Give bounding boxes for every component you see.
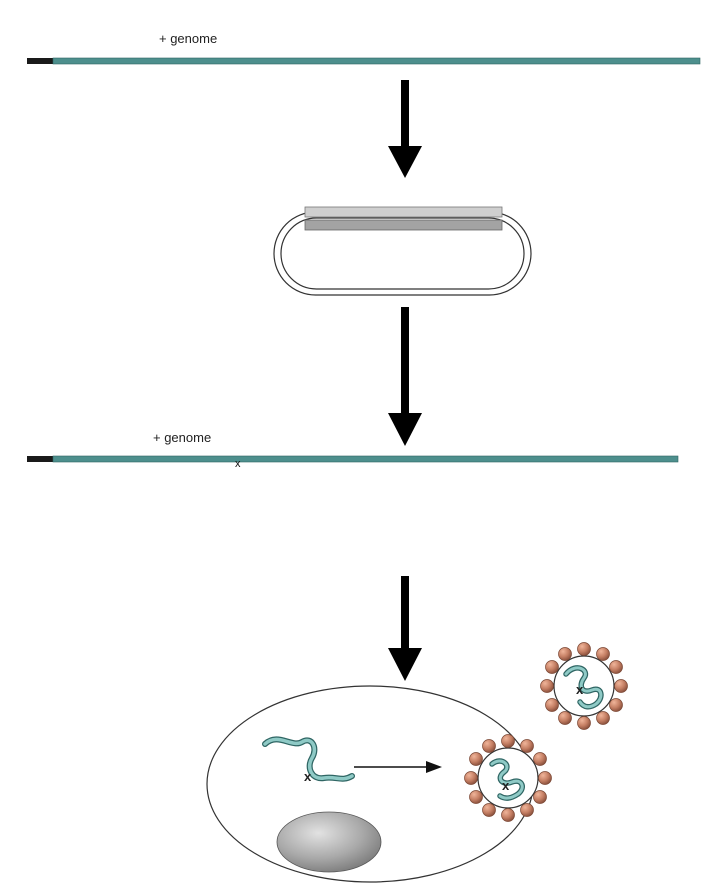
mutation-mark: x	[576, 682, 584, 697]
nucleus-icon	[276, 811, 382, 873]
genome-end-cap	[27, 456, 53, 462]
virion-icon: x	[464, 734, 552, 822]
virion-genome	[490, 759, 524, 800]
down-arrow-icon	[388, 576, 422, 681]
mutant-genome-label: + genome	[153, 430, 212, 445]
capsid-beads	[540, 642, 628, 730]
mutation-mark: x	[304, 769, 312, 784]
down-arrow-icon	[388, 307, 422, 446]
genome-squiggle	[263, 737, 354, 781]
genome-body	[52, 57, 701, 65]
down-arrow-icon	[388, 80, 422, 178]
capsid-beads	[464, 734, 552, 822]
plasmid-insert-top	[304, 206, 503, 218]
plasmid-icon	[273, 206, 532, 296]
virion-genome	[564, 666, 603, 709]
cell-icon: x	[206, 685, 534, 883]
genome-body	[52, 455, 679, 463]
mutation-mark: x	[502, 778, 510, 793]
virion-icon: x	[540, 642, 628, 730]
top-genome-label: + genome	[159, 31, 218, 46]
right-arrow-icon	[426, 761, 442, 773]
plasmid-insert-bottom	[304, 219, 503, 231]
genome-end-cap	[27, 58, 53, 64]
mutation-mark: x	[235, 458, 241, 470]
mutant-genome-strand: x	[27, 455, 679, 470]
top-genome-strand	[27, 57, 701, 65]
